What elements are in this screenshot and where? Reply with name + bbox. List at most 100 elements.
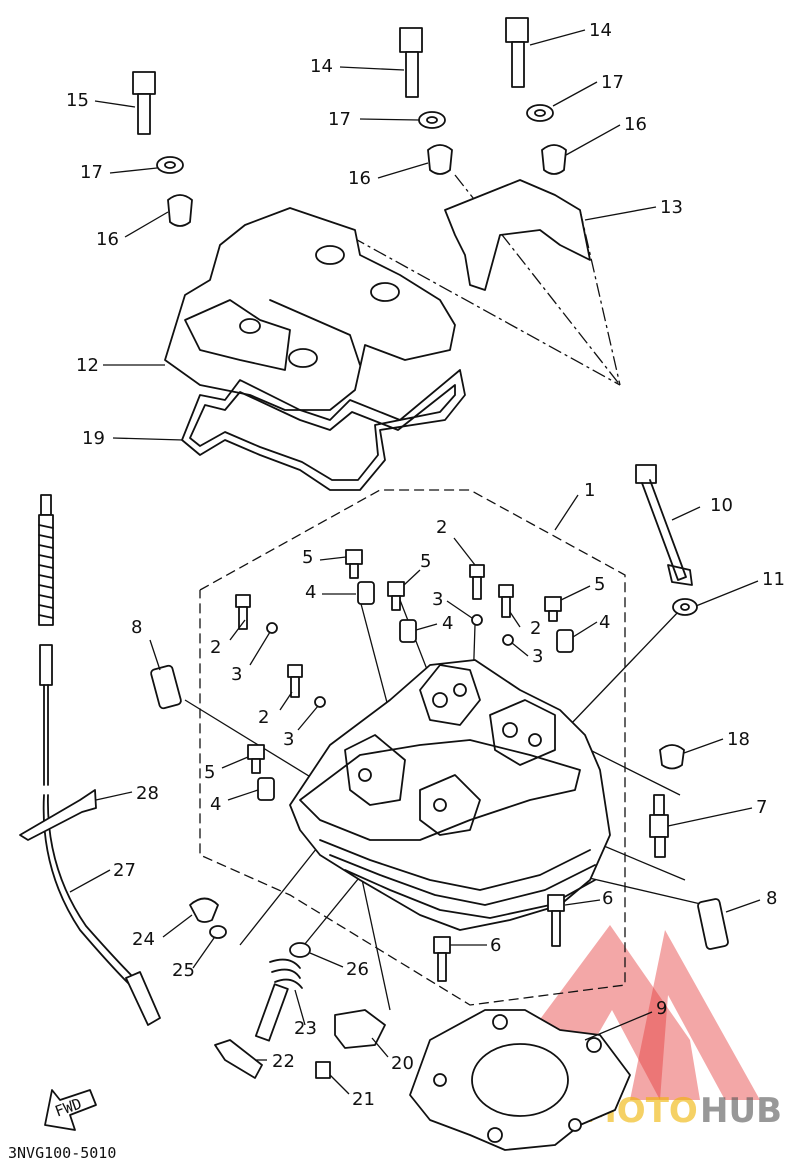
- callout-17: 17: [601, 72, 624, 93]
- bolt-5-d-head: [247, 744, 265, 760]
- callout-8: 8: [766, 888, 777, 909]
- leader-14a: [339, 66, 405, 71]
- bolt-15: [132, 71, 156, 135]
- bolt-5-a: [345, 549, 363, 579]
- seal-26: [289, 942, 311, 958]
- cover-bolt-hole-3: [288, 348, 318, 368]
- port-hole-1: [432, 692, 448, 708]
- watermark-triangle-right: [630, 930, 760, 1100]
- stud-2-b-top: [287, 664, 303, 678]
- callout-4: 4: [599, 612, 610, 633]
- callout-23: 23: [294, 1018, 317, 1039]
- callout-6: 6: [490, 935, 501, 956]
- bolt-14-right-head: [505, 17, 529, 43]
- port-hole-3: [502, 722, 518, 738]
- grommet-16-left: [167, 194, 193, 227]
- cap-24: [189, 897, 219, 923]
- fwd-arrow-shape: [44, 1089, 97, 1131]
- stud-2-b: [287, 664, 303, 698]
- callout-16: 16: [624, 114, 647, 135]
- cylinder-head: [289, 659, 611, 931]
- callout-28: 28: [136, 783, 159, 804]
- leader-15: [94, 100, 136, 108]
- cylinder-head-cover: [164, 207, 456, 411]
- watermark-text-hub: HUB: [700, 1091, 782, 1131]
- callout-8: 8: [131, 617, 142, 638]
- bolt-6-b: [433, 936, 451, 982]
- leader-17b: [359, 118, 420, 121]
- stud-2-c-shank: [472, 576, 482, 600]
- washer-17-right-hole: [534, 109, 546, 117]
- callout-14: 14: [589, 20, 612, 41]
- gasket-outer: [181, 369, 466, 491]
- stud-2-c: [469, 564, 485, 600]
- lower-part-line-c: [359, 869, 391, 1011]
- head-cover-gasket: [181, 369, 466, 491]
- leader-16a: [124, 211, 169, 238]
- cooling-fin-1: [319, 839, 591, 891]
- callout-3: 3: [231, 664, 242, 685]
- spark-plug-hex: [649, 814, 669, 838]
- washer-25: [209, 925, 227, 939]
- oring-3-a: [266, 622, 278, 634]
- cable-end-bottom: [125, 971, 161, 1026]
- exhaust-port: [489, 699, 556, 766]
- leader-28: [95, 791, 133, 801]
- callout-22: 22: [272, 1051, 295, 1072]
- bolt-6-a: [547, 894, 565, 947]
- callout-12: 12: [76, 355, 99, 376]
- leader-1: [554, 494, 579, 531]
- cam-hole-1: [358, 768, 372, 782]
- bolt-14-left: [399, 27, 423, 98]
- bolt-6-a-head: [547, 894, 565, 912]
- callout-6: 6: [602, 888, 613, 909]
- bolt-5-b-head: [387, 581, 405, 597]
- gasket-9-hole-3: [433, 1073, 447, 1087]
- cap-18: [659, 744, 685, 770]
- bolt-5-b: [387, 581, 405, 611]
- leader-20: [371, 1037, 389, 1058]
- bolt-15-head: [132, 71, 156, 95]
- bolt-15-shank: [137, 93, 151, 135]
- dowel-4-c: [556, 629, 574, 653]
- lever-22-arm: [214, 1039, 263, 1079]
- callout-27: 27: [113, 860, 136, 881]
- bolt-21: [315, 1061, 331, 1079]
- callout-14: 14: [310, 56, 333, 77]
- cover-plate: [444, 179, 591, 291]
- oring-3-c: [471, 614, 483, 626]
- head-small-parts: [235, 549, 574, 801]
- long-stud-10: [635, 464, 693, 586]
- stud-2-a-top: [235, 594, 251, 608]
- cable-lower-sheath-b: [47, 794, 137, 981]
- spark-plug-thread: [654, 836, 666, 858]
- leader-3c: [446, 600, 473, 619]
- callout-9: 9: [656, 998, 667, 1019]
- leader-4c: [572, 621, 598, 638]
- cover-left-boss: [184, 299, 291, 371]
- leader-3d: [511, 642, 529, 657]
- cable-spring: [38, 514, 54, 626]
- callout-26: 26: [346, 959, 369, 980]
- callout-3: 3: [532, 646, 543, 667]
- leader-5a: [319, 556, 347, 561]
- callout-24: 24: [132, 929, 155, 950]
- callout-5: 5: [204, 762, 215, 783]
- port-hole-4: [528, 733, 542, 747]
- callout-16: 16: [96, 229, 119, 250]
- head-top-deck: [299, 739, 581, 841]
- leader-16b: [377, 162, 429, 179]
- callout-3: 3: [283, 729, 294, 750]
- leader-10: [671, 506, 701, 521]
- callout-2: 2: [436, 517, 447, 538]
- washer-17-left-hole: [164, 161, 176, 169]
- callout-leaders: [69, 29, 761, 1095]
- leader-3a: [249, 631, 271, 666]
- lever-22-shaft: [254, 983, 289, 1042]
- leader-16c: [565, 124, 621, 156]
- cooling-fin-2: [329, 854, 596, 906]
- spark-plug-7: [649, 794, 669, 858]
- dowel-4-a: [357, 581, 375, 605]
- bolt-5-b-shank: [391, 595, 401, 611]
